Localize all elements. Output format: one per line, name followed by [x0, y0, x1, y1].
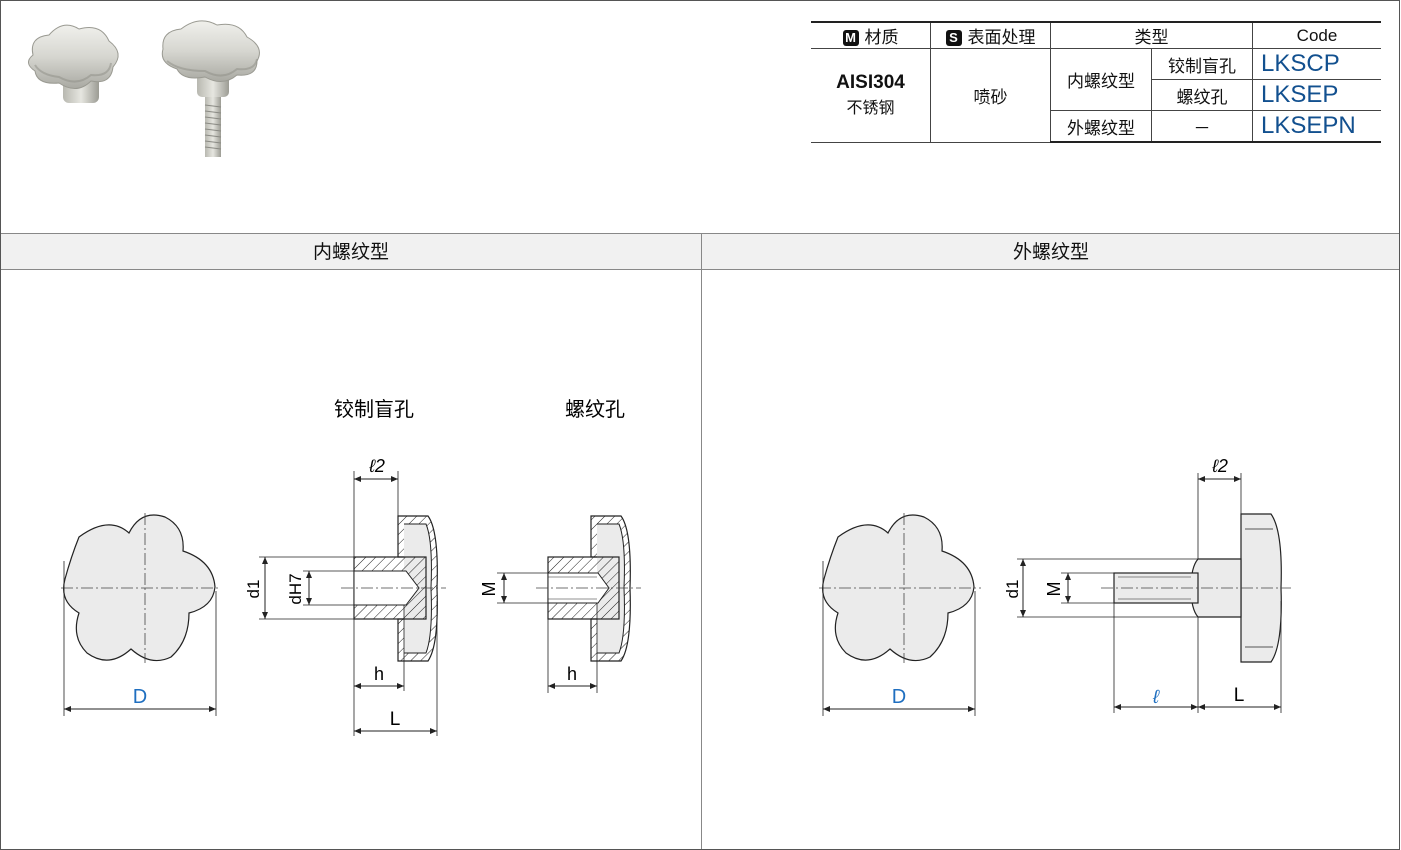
- knob-side-view: ℓ2 d1 M ℓ L: [1003, 456, 1291, 713]
- label-threaded-hole: 螺纹孔: [565, 398, 625, 421]
- spec-row: AISI304 不锈钢 喷砂 内螺纹型 铰制盲孔 LKSCP: [811, 48, 1381, 143]
- knob-front-view: D: [61, 513, 221, 716]
- dim-L-label: L: [390, 709, 401, 730]
- subtype-cell: 螺纹孔: [1151, 79, 1253, 111]
- knob-male-photo: [161, 20, 260, 157]
- dim-L-label: L: [1234, 685, 1245, 706]
- knob-female-photo: [28, 24, 119, 103]
- section-divider: [701, 233, 702, 849]
- spec-row: 螺纹孔 LKSEP: [811, 79, 1381, 111]
- header-surface-label: 表面处理: [967, 28, 1036, 48]
- subtype-cell: 铰制盲孔: [1151, 48, 1253, 80]
- header-code: Code: [1252, 21, 1381, 49]
- code-link[interactable]: LKSCP: [1252, 48, 1381, 80]
- section-title-male: 外螺纹型: [701, 233, 1399, 270]
- surface-cell: 喷砂: [930, 48, 1051, 143]
- spec-row: 外螺纹型 － LKSEPN: [811, 110, 1381, 143]
- type-cell: 内螺纹型: [1050, 48, 1152, 111]
- dim-d1-label: d1: [244, 580, 263, 599]
- code-link[interactable]: LKSEPN: [1252, 110, 1381, 143]
- dim-h-label: h: [374, 664, 384, 684]
- knob-front-view: D: [819, 513, 981, 716]
- type-cell: 外螺纹型: [1050, 110, 1152, 143]
- dim-M-label: M: [479, 582, 499, 597]
- dim-l2-label: ℓ2: [368, 456, 385, 476]
- dim-l-label: ℓ: [1152, 687, 1160, 708]
- dim-D-label: D: [892, 686, 906, 708]
- dim-d1-label: d1: [1003, 580, 1022, 599]
- material-cell: AISI304 不锈钢: [811, 48, 931, 143]
- product-photos: [28, 20, 260, 157]
- material-sub: 不锈钢: [846, 98, 895, 118]
- material-badge: M: [842, 30, 859, 46]
- male-thread-drawing: D ℓ2 d1 M: [819, 456, 1291, 716]
- dim-D-label: D: [133, 686, 147, 708]
- code-link[interactable]: LKSEP: [1252, 79, 1381, 111]
- header-type: 类型: [1050, 21, 1253, 49]
- dim-dH7-label: dH7: [286, 573, 305, 604]
- dim-l2-label: ℓ2: [1211, 456, 1228, 476]
- subtype-cell: －: [1151, 110, 1253, 143]
- reamed-section: ℓ2 d1 dH7 h L: [244, 456, 446, 736]
- section-title-female: 内螺纹型: [1, 233, 701, 270]
- header-surface: S 表面处理: [930, 21, 1051, 49]
- header-material: M 材质: [811, 21, 931, 49]
- material-name: AISI304: [836, 72, 905, 94]
- spec-table: M 材质 S 表面处理 类型 Code AISI304 不锈钢 喷砂 内螺纹型 铰制…: [811, 21, 1381, 143]
- header-material-label: 材质: [864, 28, 899, 48]
- surface-badge: S: [945, 30, 962, 46]
- female-thread-drawing: 铰制盲孔 螺纹孔 D ℓ2: [61, 398, 641, 736]
- dim-M-label: M: [1044, 582, 1064, 597]
- spec-header-row: M 材质 S 表面处理 类型 Code: [811, 21, 1381, 49]
- label-reamed-hole: 铰制盲孔: [334, 398, 414, 421]
- threaded-section: M h: [479, 515, 641, 693]
- dim-h-label: h: [567, 664, 577, 684]
